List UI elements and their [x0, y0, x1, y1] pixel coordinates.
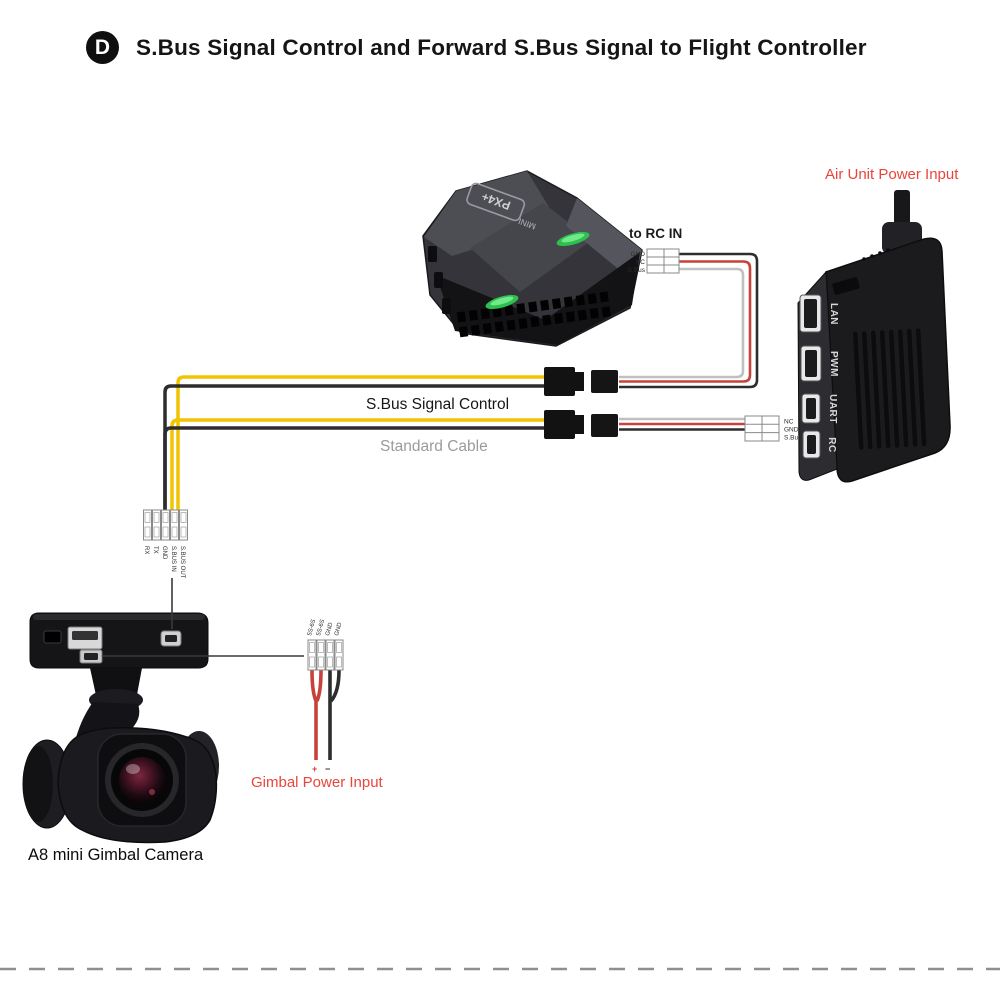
- page-title: S.Bus Signal Control and Forward S.Bus S…: [136, 34, 867, 60]
- air-unit-vents: [853, 328, 927, 450]
- gimbal-lens: [97, 733, 187, 827]
- air-unit-illustration: LAN PWM UART RC: [797, 190, 951, 483]
- sbus-female-connector-top: [591, 370, 618, 393]
- rc-in-lead-wires: [619, 252, 759, 389]
- power-minus-label: −: [325, 764, 330, 774]
- gimbal-camera-illustration: [22, 612, 219, 844]
- standard-cable-label: Standard Cable: [380, 438, 488, 455]
- power-plus-label: +: [312, 764, 317, 774]
- section-badge: D: [86, 31, 119, 64]
- sbus-cable-top: [163, 375, 547, 510]
- rc-in-connector: [646, 248, 680, 274]
- air-unit-rc-lead-wires: [619, 417, 746, 431]
- sbus-pin-label-rx: RX: [143, 546, 149, 554]
- sbus-female-connector-bottom: [591, 414, 618, 437]
- gimbal-power-wires: [310, 669, 341, 760]
- air-unit-lan-port: [799, 294, 822, 333]
- power-pin-label-3: GND: [325, 621, 334, 636]
- air-unit-rc-connector: [744, 415, 780, 442]
- sbus-signal-control-label: S.Bus Signal Control: [366, 396, 510, 413]
- air-unit-rc-pin-label-nc: NC: [784, 419, 794, 426]
- sbus-pin-label-tx: TX: [152, 546, 158, 554]
- fc-pin-header: [456, 291, 611, 338]
- air-unit-port-label-uart: UART: [827, 394, 838, 424]
- sbus-pin-label-sbus-in: S.BUS IN: [170, 546, 176, 572]
- sbus-cable-bottom: [163, 418, 547, 510]
- sbus-male-connector-top: [544, 367, 584, 396]
- air-unit-port-label-rc: RC: [826, 437, 837, 452]
- sbus-male-connector-bottom: [544, 410, 584, 439]
- sbus-pin-label-sbus-out: S.BUS OUT: [179, 546, 185, 579]
- air-unit-power-input-label: Air Unit Power Input: [825, 166, 959, 183]
- fc-led-icon: [485, 231, 590, 310]
- to-rc-in-label: to RC IN: [629, 226, 683, 241]
- power-pin-label-4: GND: [334, 621, 343, 636]
- rc-in-pin-label-gnd: GND: [631, 251, 646, 258]
- power-pin-label-1: 5S-6S: [307, 619, 317, 637]
- power-pin-label-2: 5S-6S: [316, 619, 326, 637]
- air-unit-port-label-pwm: PWM: [828, 351, 839, 377]
- gimbal-power-input-label: Gimbal Power Input: [251, 774, 383, 791]
- gimbal-top-ports: [43, 626, 182, 664]
- air-unit-rc-pin-label-gnd: GND: [784, 427, 799, 434]
- fc-side-ports: [428, 246, 451, 314]
- air-unit-uart-port: [801, 393, 821, 424]
- air-unit-rc-pin-label-sbus: S.Bus: [784, 435, 802, 442]
- air-unit-rc-port: [802, 430, 821, 459]
- gimbal-camera-name-label: A8 mini Gimbal Camera: [28, 846, 204, 864]
- sbus-pin-label-gnd: GND: [161, 546, 167, 560]
- air-unit-pwm-port: [800, 345, 822, 382]
- rc-in-pin-label-sbus: S.Bus: [628, 267, 646, 274]
- rc-in-pin-label-nc: NC: [636, 259, 646, 266]
- air-unit-port-label-lan: LAN: [828, 303, 839, 325]
- gimbal-power-connector: [307, 639, 344, 671]
- flight-controller-illustration: PX4+ MINI: [422, 170, 643, 347]
- diagram-header: D S.Bus Signal Control and Forward S.Bus…: [86, 31, 867, 64]
- gimbal-sbus-connector: [143, 509, 188, 541]
